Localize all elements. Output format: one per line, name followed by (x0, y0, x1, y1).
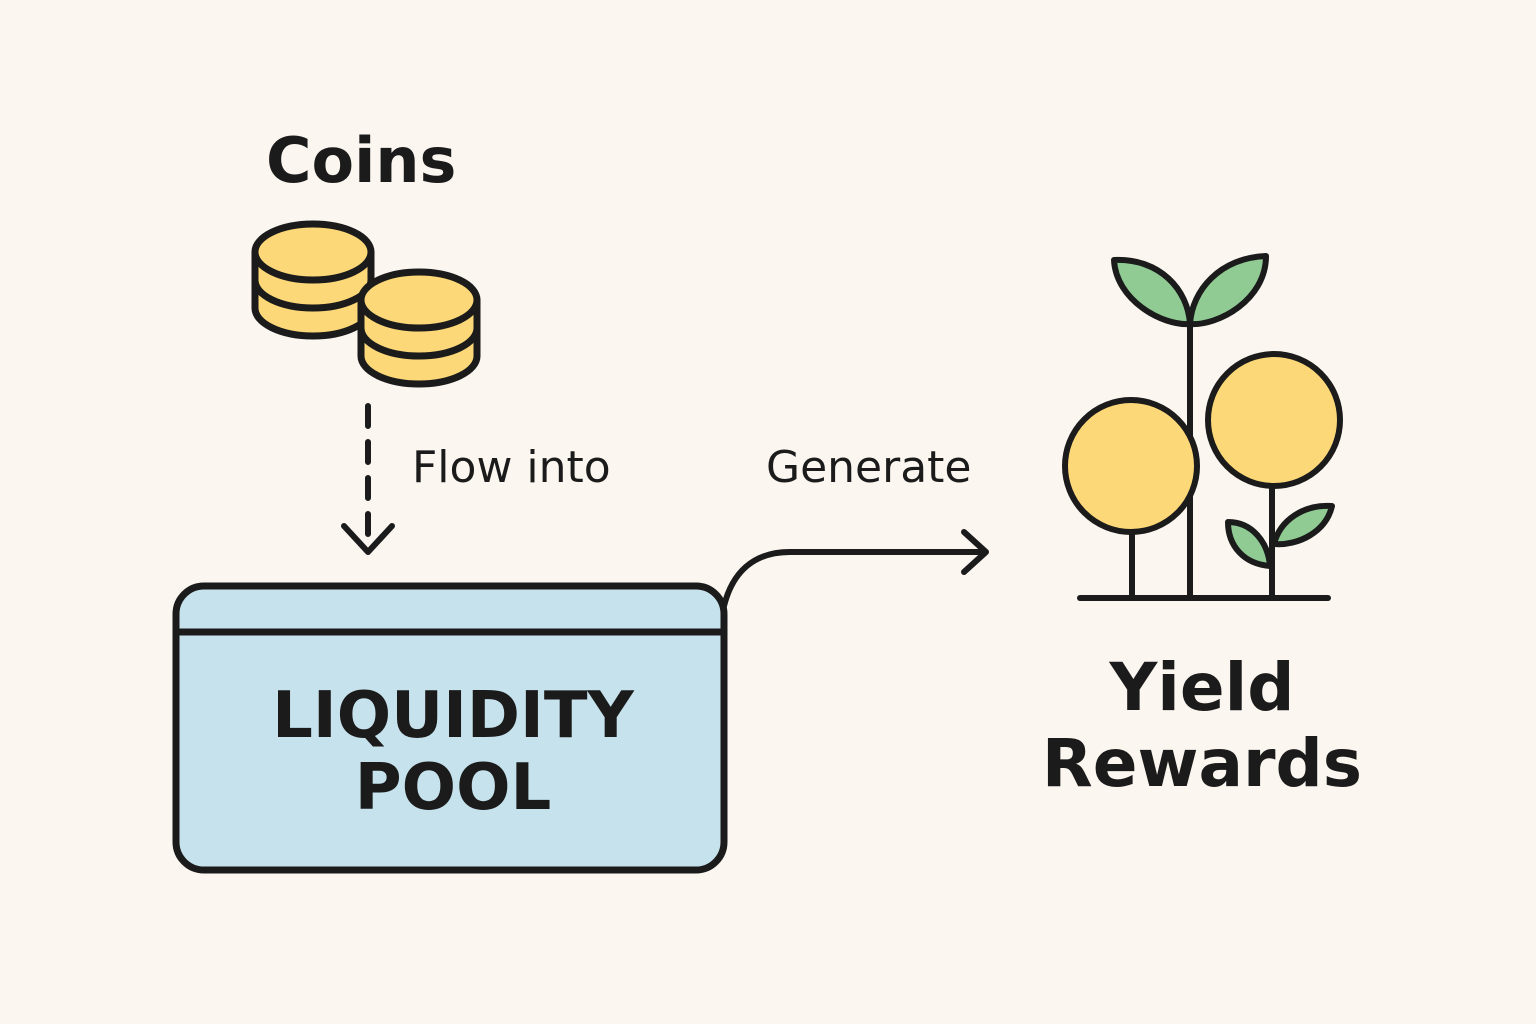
leaf-top-left-icon (1111, 256, 1193, 328)
coin-stacks-icon (251, 220, 481, 388)
curved-right-arrow-icon (721, 529, 989, 609)
generate-label: Generate (766, 442, 972, 493)
leaf-lower-right-icon (1271, 502, 1335, 548)
dashed-down-arrow-icon (341, 403, 395, 555)
leaf-top-right-icon (1187, 253, 1269, 328)
coin-plant-icon (1062, 253, 1343, 601)
yield-title-line2: Rewards (1041, 725, 1363, 802)
pool-title-line2: POOL (354, 751, 552, 825)
leaf-lower-left-icon (1225, 519, 1273, 569)
reward-coin-right-icon (1205, 351, 1343, 489)
coin-stack-left (251, 220, 375, 340)
flow-into-label: Flow into (412, 442, 611, 493)
reward-coin-left-icon (1062, 397, 1200, 535)
coins-title: Coins (266, 124, 457, 197)
pool-title: LIQUIDITY POOL (180, 680, 726, 824)
liquidity-pool-box (172, 582, 728, 874)
yield-title-line1: Yield (1109, 649, 1295, 726)
pool-title-line1: LIQUIDITY (272, 679, 634, 753)
yield-rewards-title: Yield Rewards (1020, 650, 1384, 802)
coin-stack-right (357, 268, 481, 388)
